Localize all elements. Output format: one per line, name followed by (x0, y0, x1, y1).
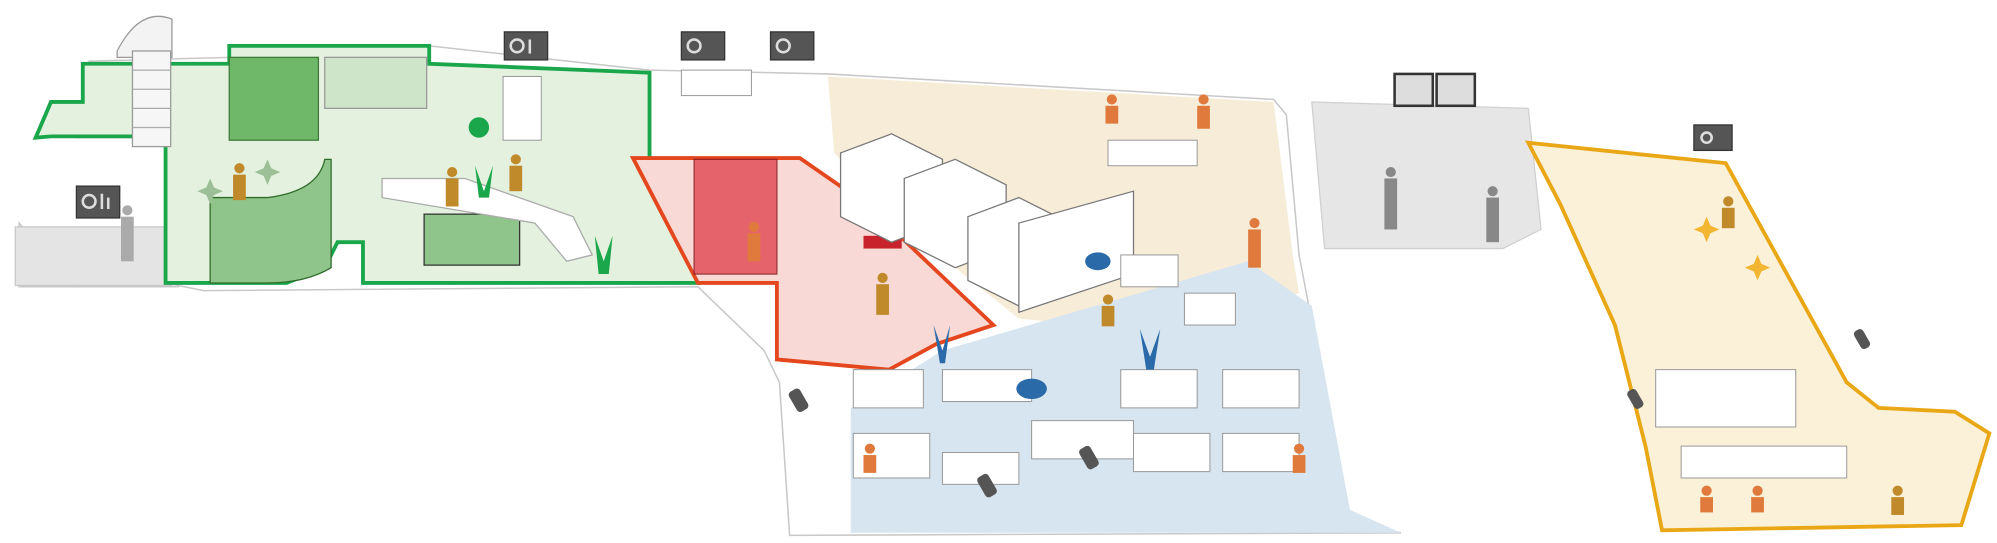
staircase (116, 15, 173, 148)
signage-screen (1393, 72, 1435, 108)
monitor-chart-icon (769, 31, 815, 61)
plant-icon (468, 117, 613, 275)
spotlight-icon (788, 329, 1871, 498)
person-icon (120, 94, 1905, 515)
curved-partition (209, 158, 332, 284)
glass-room (324, 56, 428, 109)
monitor-chart-icon (75, 185, 121, 219)
reception-zone (1311, 101, 1542, 250)
sparkle-icon (197, 159, 281, 204)
monitor-chart-icon (680, 31, 726, 61)
lounge-sofa (381, 177, 594, 263)
presentation-booth (693, 158, 778, 275)
seminar-zone (1524, 140, 1992, 533)
monitor-chart-icon (1693, 124, 1733, 152)
left-lobby (14, 226, 173, 287)
blue-sculpture (933, 252, 1161, 399)
desk-cluster (502, 69, 1848, 485)
signage-screen (1435, 72, 1477, 108)
monitor-chart-icon (503, 31, 549, 61)
lounge-rug (423, 213, 521, 266)
plant-wall (228, 56, 320, 141)
sparkle-icon (1693, 216, 1771, 281)
meeting-pods (839, 133, 1135, 314)
